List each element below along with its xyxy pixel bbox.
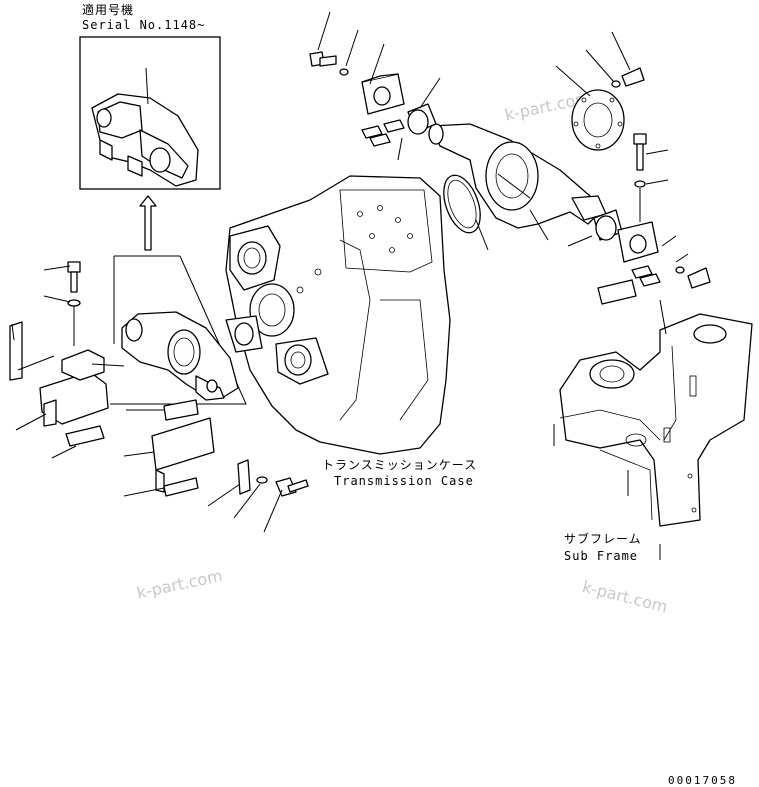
transmission-label-en: Transmission Case [334, 474, 474, 488]
shims-right [597, 265, 661, 305]
shims-upper [361, 119, 405, 147]
bushing-left [407, 103, 437, 135]
transmission-label-jp: トランスミッションケース [322, 458, 478, 472]
serial-inset-box [79, 36, 221, 190]
cap-block-right [617, 221, 659, 263]
left-cushion-mount [9, 321, 109, 447]
bolt-left [67, 261, 81, 346]
left-mount-bracket [121, 311, 239, 401]
up-arrow-icon [139, 195, 157, 251]
bolt-upper [309, 51, 349, 76]
bolt-right-mid [633, 133, 647, 222]
transmission-case [225, 175, 451, 455]
subframe-label-jp: サブフレーム [564, 532, 642, 546]
sub-frame [559, 313, 753, 527]
leader-lines [11, 11, 689, 560]
drawing-number: 00017058 [668, 774, 737, 787]
bolt-right-top [611, 67, 645, 88]
bushing-right [593, 209, 623, 241]
subframe-label-en: Sub Frame [564, 549, 639, 563]
trunnion-arm [428, 123, 607, 229]
retainer-plate [571, 89, 625, 151]
cap-block-upper [361, 73, 405, 115]
bolt-right-low [675, 266, 711, 289]
serial-title-jp: 適用号機 [82, 3, 135, 17]
o-ring [443, 174, 481, 234]
serial-title-en: Serial No.1148~ [82, 18, 206, 32]
